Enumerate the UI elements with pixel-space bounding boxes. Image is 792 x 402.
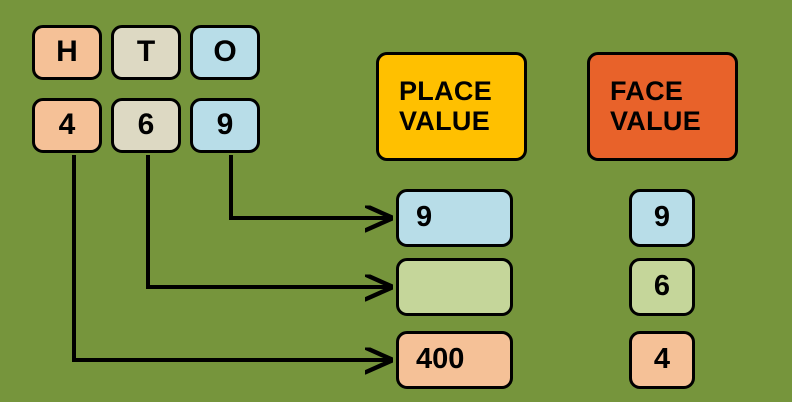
connector-hundreds (72, 155, 390, 360)
face-value-header-line2: VALUE (610, 105, 702, 136)
chart-digit-hundreds: 4 (32, 98, 102, 153)
face-value-result-ones[interactable]: 9 (629, 189, 695, 247)
face-value-result-tens[interactable]: 6 (629, 258, 695, 316)
face-value-header: FACE VALUE (587, 52, 738, 161)
chart-digit-tens: 6 (111, 98, 181, 153)
place-value-header: PLACE VALUE (376, 52, 527, 161)
place-value-result-tens[interactable] (396, 258, 513, 316)
connector-ones (229, 155, 390, 218)
chart-letter-ones: O (190, 25, 260, 80)
place-value-header-line1: PLACE (399, 76, 493, 107)
chart-letter-tens: T (111, 25, 181, 80)
connector-tens (146, 155, 390, 287)
place-value-header-line2: VALUE (399, 105, 491, 136)
place-value-result-hundreds[interactable]: 400 (396, 331, 513, 389)
place-value-result-ones[interactable]: 9 (396, 189, 513, 247)
chart-digit-ones: 9 (190, 98, 260, 153)
face-value-header-line1: FACE (610, 76, 684, 107)
face-value-result-hundreds[interactable]: 4 (629, 331, 695, 389)
chart-letter-hundreds: H (32, 25, 102, 80)
